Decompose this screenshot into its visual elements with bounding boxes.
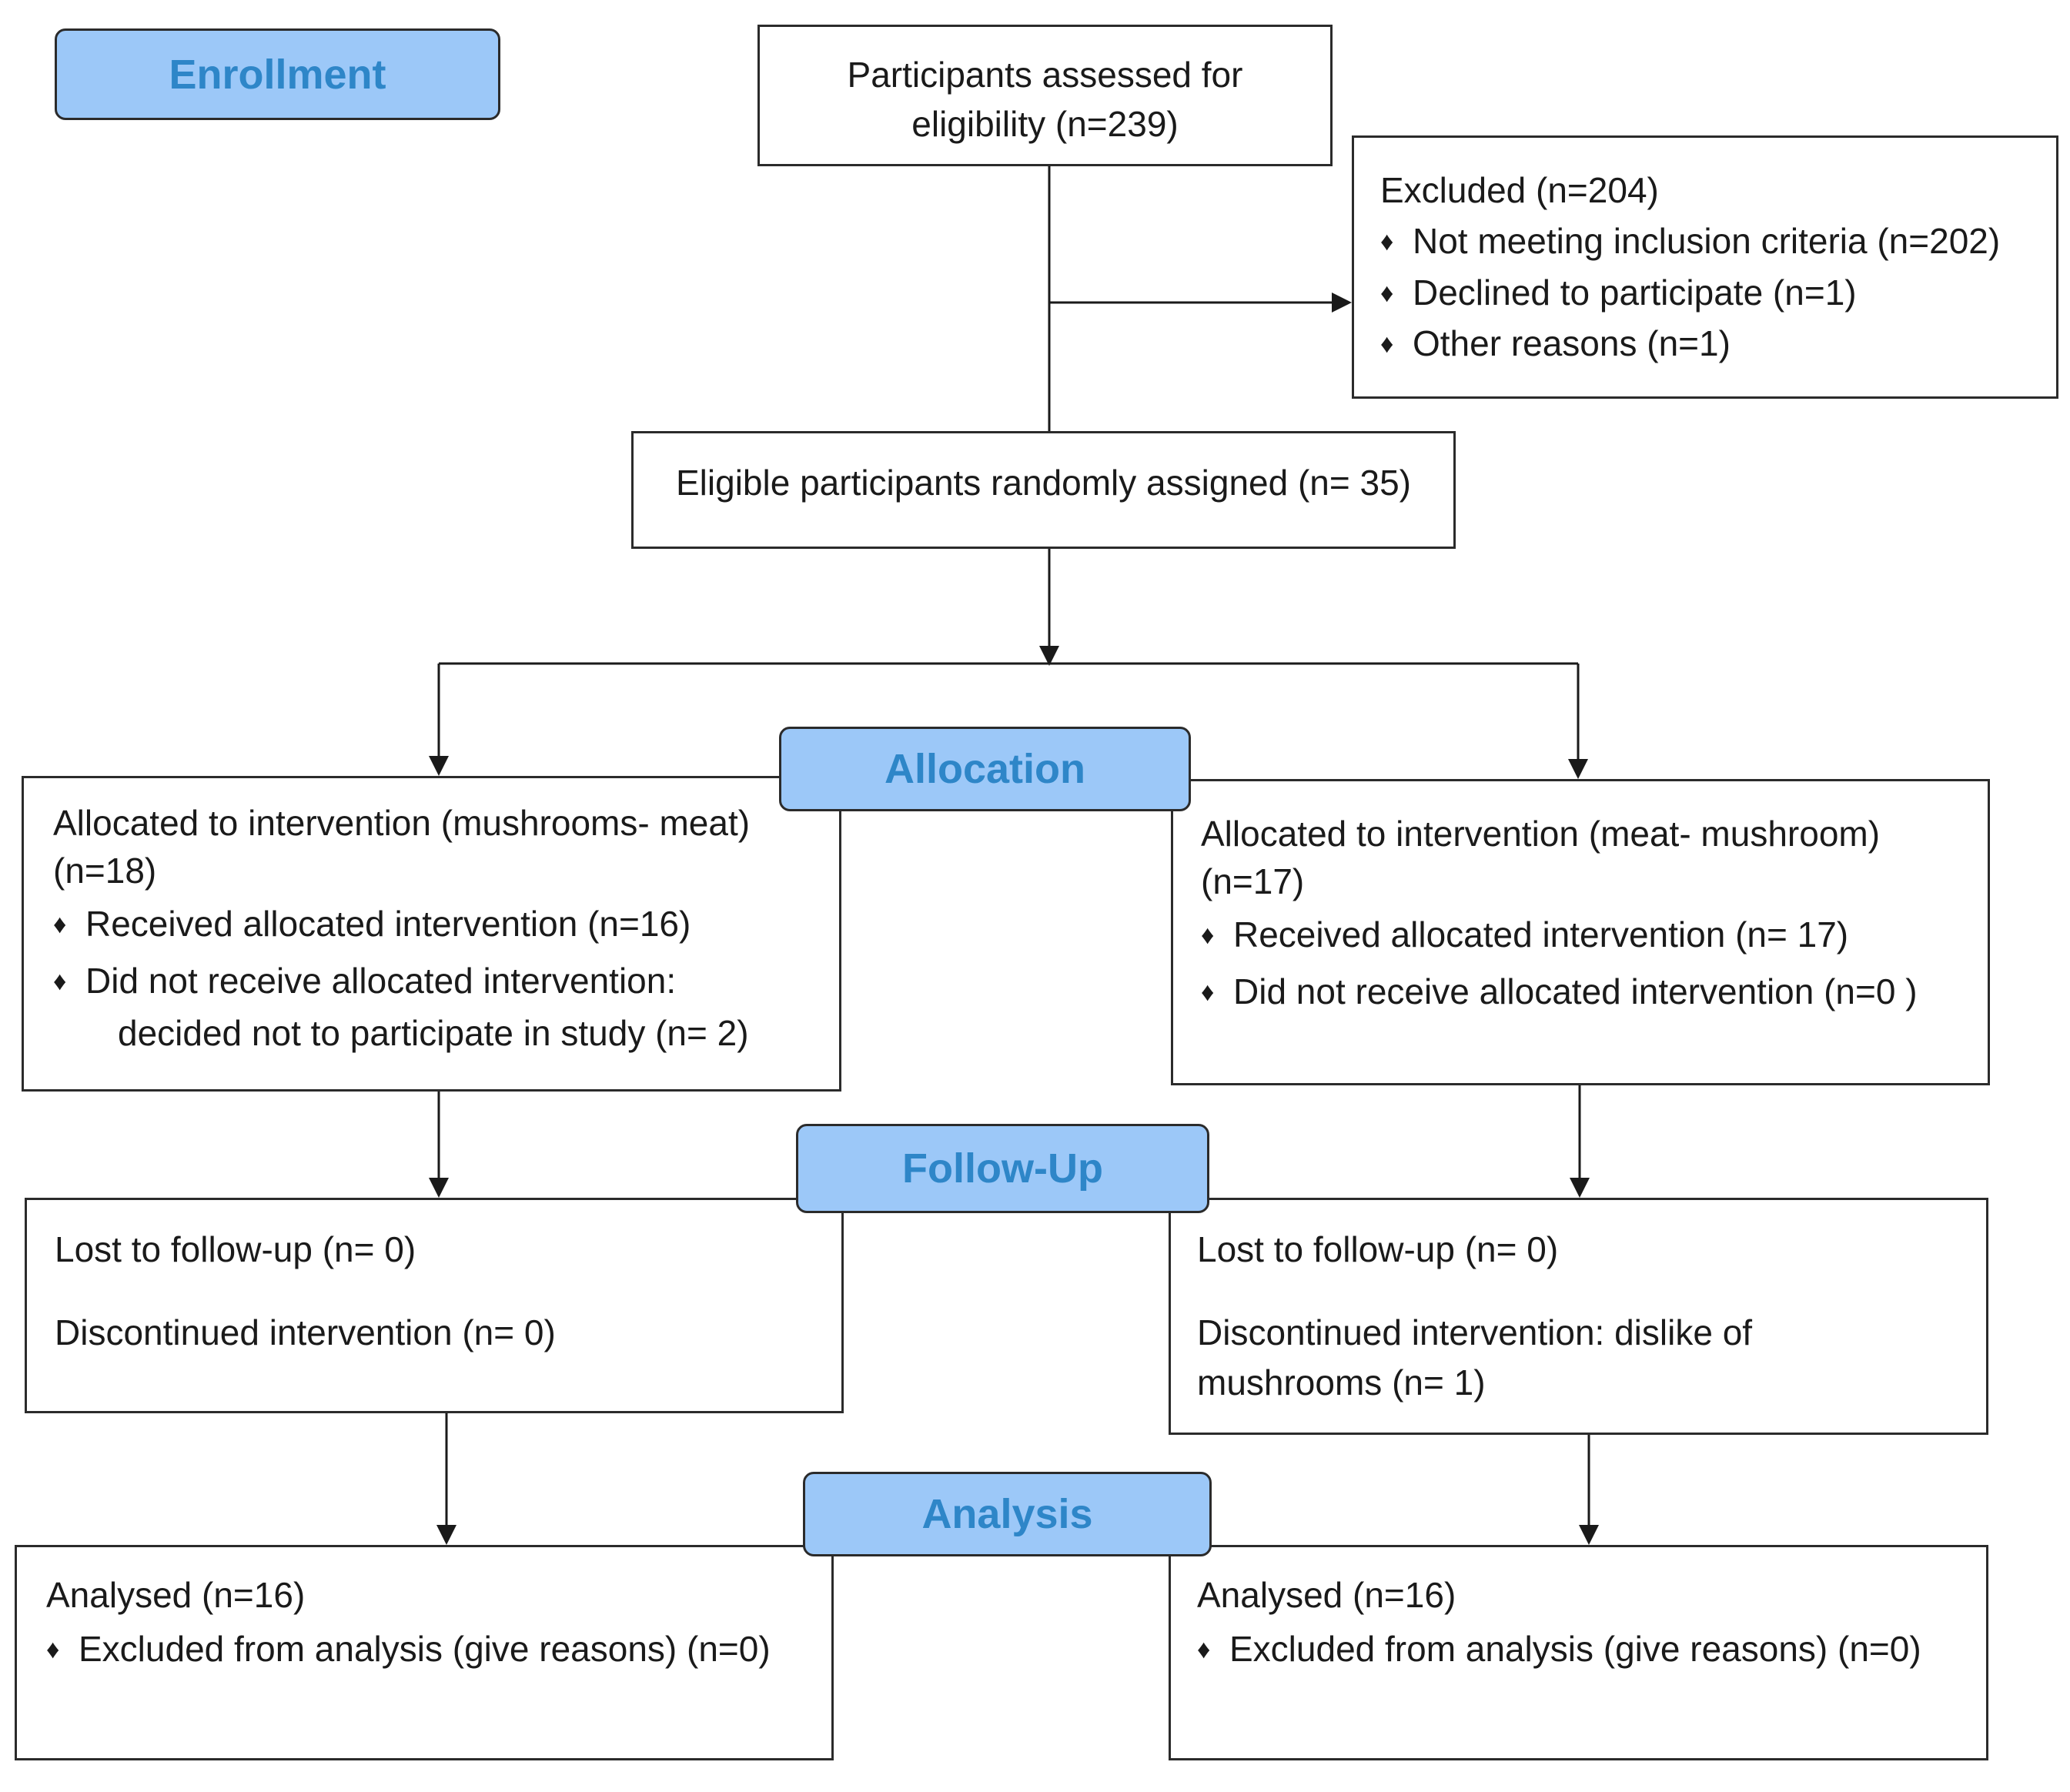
arrowhead-followup-left bbox=[429, 1178, 449, 1198]
diamond-bullet-icon: ♦ bbox=[1201, 977, 1215, 1007]
followup-right-discontinued-1: Discontinued intervention: dislike of bbox=[1197, 1312, 1753, 1353]
analysis-left-excluded: ♦Excluded from analysis (give reasons) (… bbox=[46, 1629, 771, 1670]
arrowhead-randomized bbox=[1039, 646, 1059, 666]
followup-left-lost: Lost to follow-up (n= 0) bbox=[55, 1229, 416, 1269]
analysis-right-excluded: ♦Excluded from analysis (give reasons) (… bbox=[1197, 1629, 1921, 1670]
analysis-right-analysed: Analysed (n=16) bbox=[1197, 1575, 1456, 1615]
assessed-line-2: eligibility (n=239) bbox=[911, 104, 1179, 145]
followup-left-discontinued: Discontinued intervention (n= 0) bbox=[55, 1312, 556, 1353]
arrowhead-allocation-left bbox=[429, 756, 449, 776]
stage-allocation: Allocation bbox=[779, 727, 1191, 811]
diamond-bullet-icon: ♦ bbox=[1380, 329, 1394, 359]
followup-right-box: Lost to follow-up (n= 0) Discontinued in… bbox=[1169, 1198, 1988, 1435]
allocation-left-not-received: ♦Did not receive allocated intervention: bbox=[53, 960, 677, 1001]
analysis-left-box: Analysed (n=16) ♦Excluded from analysis … bbox=[15, 1545, 834, 1760]
diamond-bullet-icon: ♦ bbox=[1197, 1635, 1211, 1665]
stage-enrollment: Enrollment bbox=[55, 28, 500, 120]
excluded-title: Excluded (n=204) bbox=[1380, 170, 1659, 210]
excluded-reason-3: ♦Other reasons (n=1) bbox=[1380, 323, 1731, 364]
allocation-right-received: ♦Received allocated intervention (n= 17) bbox=[1201, 914, 1849, 955]
arrowhead-analysis-right bbox=[1579, 1525, 1599, 1545]
stage-follow-up-label: Follow-Up bbox=[902, 1145, 1103, 1192]
arrowhead-excluded bbox=[1332, 293, 1352, 313]
allocation-right-line-2: (n=17) bbox=[1201, 861, 1305, 901]
stage-analysis-label: Analysis bbox=[921, 1491, 1093, 1537]
allocation-left-received: ♦Received allocated intervention (n=16) bbox=[53, 904, 691, 944]
allocation-right-not-received: ♦Did not receive allocated intervention … bbox=[1201, 971, 1918, 1011]
followup-right-lost: Lost to follow-up (n= 0) bbox=[1197, 1229, 1559, 1269]
excluded-reason-1: ♦Not meeting inclusion criteria (n=202) bbox=[1380, 221, 2001, 262]
diamond-bullet-icon: ♦ bbox=[1380, 278, 1394, 308]
diamond-bullet-icon: ♦ bbox=[53, 910, 67, 940]
analysis-left-analysed: Analysed (n=16) bbox=[46, 1575, 306, 1615]
arrowhead-followup-right bbox=[1570, 1178, 1590, 1198]
stage-follow-up: Follow-Up bbox=[796, 1124, 1209, 1213]
stage-analysis: Analysis bbox=[803, 1472, 1212, 1556]
diamond-bullet-icon: ♦ bbox=[53, 966, 67, 996]
excluded-reason-2: ♦Declined to participate (n=1) bbox=[1380, 272, 1857, 313]
arrowhead-analysis-left bbox=[436, 1525, 456, 1545]
diamond-bullet-icon: ♦ bbox=[1201, 921, 1215, 951]
followup-left-box: Lost to follow-up (n= 0) Discontinued in… bbox=[25, 1198, 844, 1413]
diamond-bullet-icon: ♦ bbox=[46, 1635, 60, 1665]
stage-allocation-label: Allocation bbox=[884, 746, 1085, 792]
randomized-text: Eligible participants randomly assigned … bbox=[675, 463, 1412, 503]
allocation-left-not-received-reason: decided not to participate in study (n= … bbox=[118, 1012, 749, 1053]
allocation-right-box: Allocated to intervention (meat- mushroo… bbox=[1171, 779, 1990, 1085]
allocation-left-line-2: (n=18) bbox=[53, 850, 157, 891]
allocation-right-line-1: Allocated to intervention (meat- mushroo… bbox=[1201, 814, 1881, 854]
excluded-box: Excluded (n=204) ♦Not meeting inclusion … bbox=[1352, 135, 2058, 399]
diamond-bullet-icon: ♦ bbox=[1380, 227, 1394, 257]
analysis-right-box: Analysed (n=16) ♦Excluded from analysis … bbox=[1169, 1545, 1988, 1760]
assessed-box: Participants assessed for eligibility (n… bbox=[757, 25, 1333, 166]
assessed-line-1: Participants assessed for bbox=[847, 55, 1243, 95]
arrowhead-allocation-right bbox=[1568, 759, 1588, 779]
allocation-left-line-1: Allocated to intervention (mushrooms- me… bbox=[53, 803, 751, 843]
followup-right-discontinued-2: mushrooms (n= 1) bbox=[1197, 1362, 1486, 1403]
allocation-left-box: Allocated to intervention (mushrooms- me… bbox=[22, 776, 841, 1092]
stage-enrollment-label: Enrollment bbox=[169, 51, 386, 98]
randomized-box: Eligible participants randomly assigned … bbox=[631, 431, 1456, 549]
